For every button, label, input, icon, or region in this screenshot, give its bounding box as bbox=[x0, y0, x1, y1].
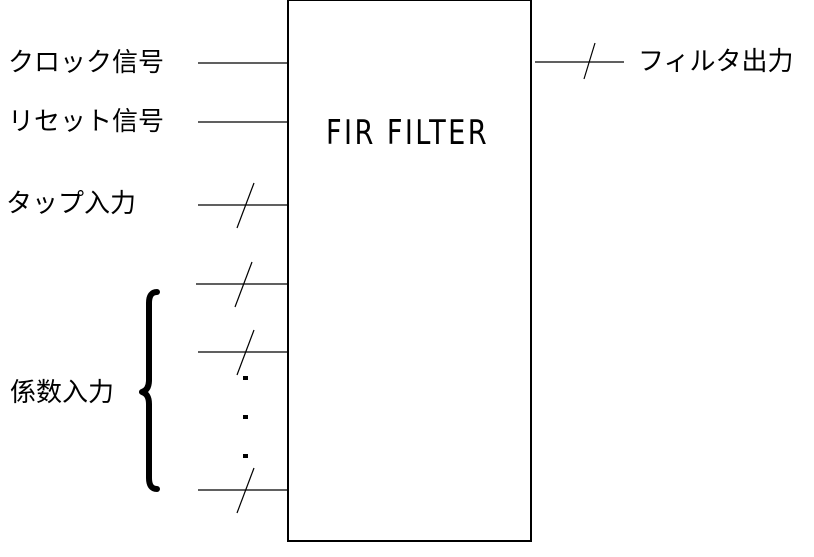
fir-filter-block bbox=[287, 0, 532, 542]
clock-signal-label: クロック信号 bbox=[8, 48, 165, 78]
tap-input-label: タップ入力 bbox=[6, 189, 137, 219]
tap-input-bus bbox=[198, 182, 288, 229]
coefficient-input-label: 係数入力 bbox=[10, 378, 115, 408]
filter-output-bus bbox=[535, 42, 624, 80]
coefficient-input-bus-2 bbox=[198, 329, 288, 376]
coefficient-ellipsis-dots bbox=[243, 376, 248, 458]
reset-signal-label: リセット信号 bbox=[8, 107, 165, 137]
block-title: FIR FILTER bbox=[326, 113, 489, 153]
coefficient-input-bus-n bbox=[198, 467, 288, 514]
filter-output-label: フィルタ出力 bbox=[638, 47, 794, 77]
coefficient-input-bus-1 bbox=[196, 261, 288, 308]
coefficient-brace bbox=[139, 289, 160, 492]
